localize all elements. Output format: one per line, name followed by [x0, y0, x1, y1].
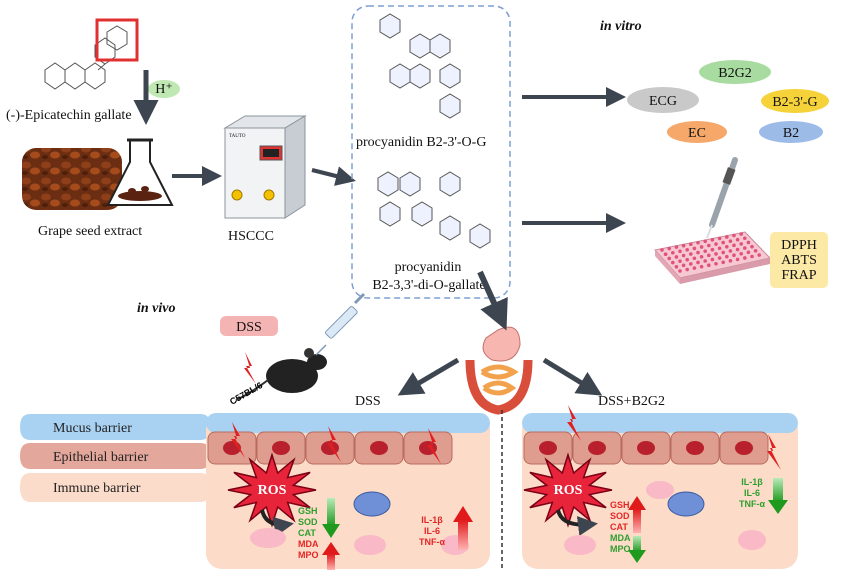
lightning-icon	[244, 352, 256, 384]
barrier-label-immune: Immune barrier	[53, 481, 141, 496]
in_vivo-left_oxidants-0: MDA	[298, 539, 319, 549]
barrier-label-epithelial: Epithelial barrier	[53, 450, 149, 465]
ellipse-0	[699, 60, 771, 84]
in_vivo-left_antioxidants-0: GSH	[298, 506, 318, 516]
dss-tag-box	[220, 316, 278, 336]
ros-burst-right-icon	[523, 452, 613, 528]
right-panel-title: DSS+B2G2	[598, 394, 665, 409]
in_vivo-right_antioxidants-2: CAT	[610, 522, 628, 532]
ros-right: ROS	[554, 483, 583, 498]
left-oxidant-up-arrow	[322, 542, 340, 570]
acid-badge	[148, 80, 180, 98]
ellipse-1	[627, 87, 699, 113]
right-oxidant-down-arrow	[628, 536, 646, 563]
assay-box	[770, 232, 828, 288]
arrow-to-dss-panel	[397, 357, 460, 396]
procyanidin-b2g2-structure-icon	[377, 171, 491, 249]
mouse-icon	[235, 348, 327, 401]
right-cytokine-down-arrow	[768, 478, 788, 514]
catechin-label: (-)-Epicatechin gallate	[6, 108, 132, 123]
epithelial-band	[20, 443, 210, 469]
in_vivo-right_oxidants-0: MDA	[610, 533, 631, 543]
ros-burst-left-icon	[227, 452, 317, 528]
in_vivo-right_cytokines-2: TNF-α	[739, 499, 765, 509]
procyanidin-b2g-structure-icon	[379, 13, 461, 119]
ellipse-label-0: B2G2	[718, 66, 751, 81]
compound-box	[351, 5, 511, 299]
in_vivo-right_antioxidants-0: GSH	[610, 500, 630, 510]
ros-arrow-right	[556, 509, 598, 536]
in_vivo-right_cytokines-1: IL-6	[744, 488, 760, 498]
left-cytokine-up-arrow	[453, 506, 473, 550]
ellipse-4	[759, 121, 823, 143]
equipment-brand: TAUTO	[229, 134, 246, 139]
flask-icon	[106, 138, 174, 206]
in_vivo-left_antioxidants-2: CAT	[298, 528, 316, 538]
immune-band	[20, 473, 210, 502]
in_vivo-right_antioxidants-1: SOD	[610, 511, 630, 521]
arrow-to-gut	[477, 270, 508, 331]
arrow-to-compounds	[311, 166, 356, 186]
extract-label: Grape seed extract	[38, 224, 142, 239]
left-antioxidant-down-arrow	[322, 498, 340, 538]
ellipse-label-2: B2-3'-G	[772, 95, 817, 110]
in-vivo-title: in vivo	[137, 301, 176, 316]
in_vivo-left_cytokines-2: TNF-α	[419, 537, 445, 547]
in_vivo-left_cytokines-1: IL-6	[424, 526, 440, 536]
ellipse-label-3: EC	[688, 126, 706, 141]
ellipse-label-1: ECG	[649, 94, 677, 109]
compound1-label: procyanidin B2-3'-O-G	[356, 135, 486, 150]
assay-0: DPPH	[781, 238, 817, 253]
microplate-icon	[654, 231, 771, 284]
ros-left: ROS	[258, 483, 287, 498]
right-antioxidant-up-arrow	[628, 496, 646, 533]
mucus-band	[20, 414, 210, 440]
epithelial-damage-icons	[231, 405, 781, 470]
pipette-icon	[706, 157, 738, 239]
ros-arrow-left	[260, 509, 294, 537]
ellipse-2	[761, 89, 829, 113]
intestine-icon	[465, 326, 533, 415]
ellipse-3	[667, 121, 727, 143]
in_vivo-right_oxidants-1: MPO	[610, 544, 631, 554]
gallate-highlight-box	[95, 18, 139, 62]
syringe-icon	[315, 292, 366, 356]
in_vivo-left_cytokines-0: IL-1β	[421, 515, 443, 525]
grape-seeds-image	[22, 148, 122, 210]
in_vivo-left_antioxidants-1: SOD	[298, 517, 318, 527]
compound2-label-line1: procyanidin	[395, 260, 462, 275]
assay-1: ABTS	[781, 253, 817, 268]
barrier-label-mucus: Mucus barrier	[53, 421, 132, 436]
hsccc-machine-icon	[223, 115, 307, 219]
epicatechin-structure-icon	[44, 37, 116, 90]
ellipse-label-4: B2	[783, 126, 799, 141]
compound2-label-line2: B2-3,3'-di-O-gallate	[372, 278, 485, 293]
acid-label: H⁺	[155, 82, 173, 97]
in_vivo-right_cytokines-0: IL-1β	[741, 477, 763, 487]
mouse-label: C57BL/6	[228, 380, 264, 407]
arrow-to-treatment-panel	[542, 357, 603, 396]
dss-tag: DSS	[236, 320, 262, 335]
in-vitro-title: in vitro	[600, 19, 642, 34]
in_vivo-left_oxidants-1: MPO	[298, 550, 319, 560]
gallate-ring-icon	[106, 25, 128, 51]
left-panel-title: DSS	[355, 394, 381, 409]
hsccc-label: HSCCC	[228, 229, 274, 244]
assay-2: FRAP	[781, 268, 816, 283]
